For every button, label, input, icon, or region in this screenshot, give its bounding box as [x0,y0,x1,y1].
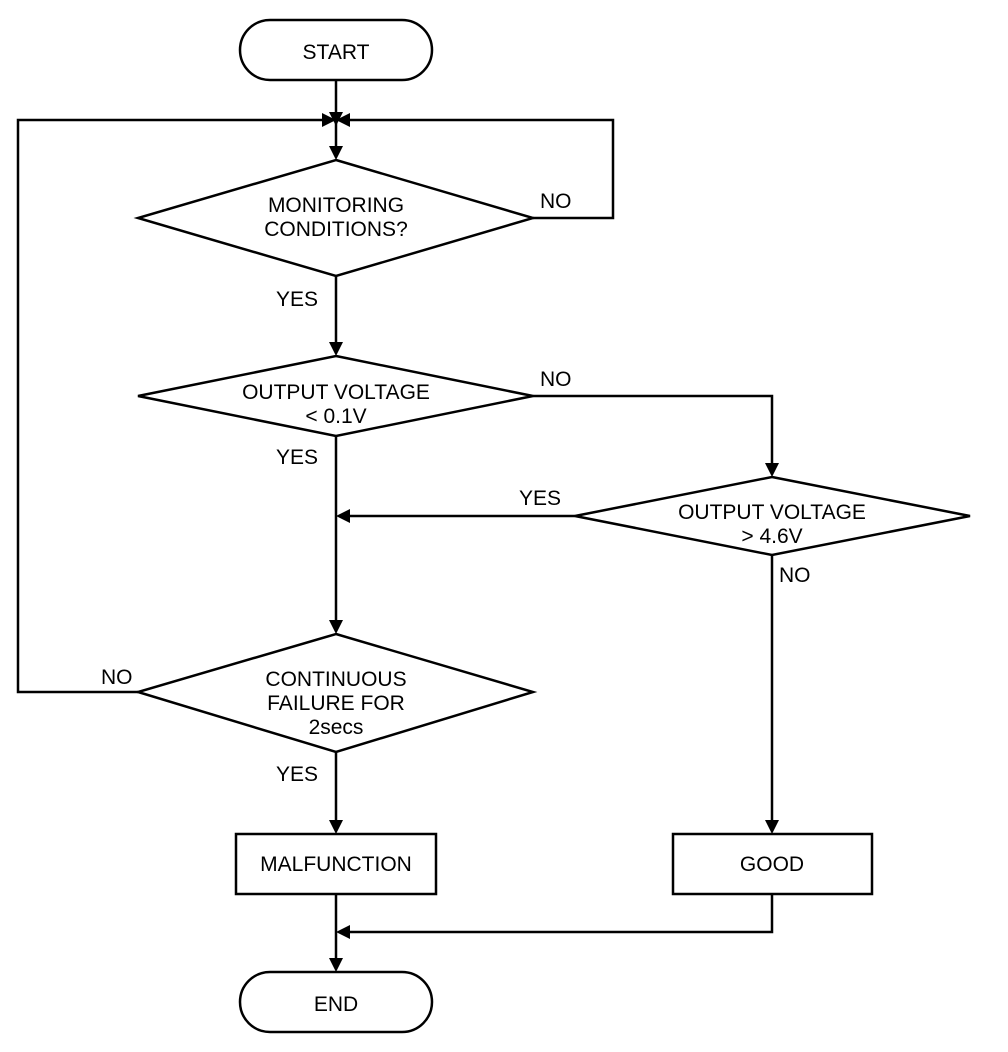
arrowhead [765,820,779,834]
decision-low-voltage-text-2: < 0.1V [305,405,366,428]
decision-continuous-text-3: 2secs [309,716,364,739]
end-terminal [238,970,434,1034]
decision-high-voltage-text-2: > 4.6V [741,525,802,548]
start-label: START [303,41,370,64]
arrowhead [322,113,336,127]
decision-continuous-text-1: CONTINUOUS [265,668,406,691]
arrowhead [329,146,343,160]
decision-low-voltage-text-1: OUTPUT VOLTAGE [242,381,430,404]
decision-monitoring-text-1: MONITORING [268,194,404,217]
arrowhead [329,112,343,126]
label-continuous-yes: YES [276,763,318,786]
arrowhead [329,958,343,972]
connector-low-no [533,394,774,463]
label-continuous-no: NO [101,666,133,689]
label-high-yes: YES [519,487,561,510]
label-low-yes: YES [276,446,318,469]
arrowhead [336,925,350,939]
connector-monitoring-no-loop [350,118,615,220]
arrowhead [336,113,350,127]
label-low-no: NO [540,368,572,391]
good-box [671,832,874,896]
label-monitoring-yes: YES [276,288,318,311]
end-label: END [314,993,358,1016]
connector-good-merge [350,894,774,934]
good-label: GOOD [740,853,804,876]
arrowhead [336,509,350,523]
decision-monitoring-text-2: CONDITIONS? [264,218,408,241]
arrowhead [329,820,343,834]
decision-continuous-text-2: FAILURE FOR [267,692,405,715]
arrowhead [329,620,343,634]
arrowhead [329,342,343,356]
label-high-no: NO [779,564,811,587]
connector-continuous-no-loop [16,118,322,694]
label-monitoring-no: NO [540,190,572,213]
decision-high-voltage-text-1: OUTPUT VOLTAGE [678,501,866,524]
arrowhead [765,463,779,477]
malfunction-label: MALFUNCTION [260,853,412,876]
